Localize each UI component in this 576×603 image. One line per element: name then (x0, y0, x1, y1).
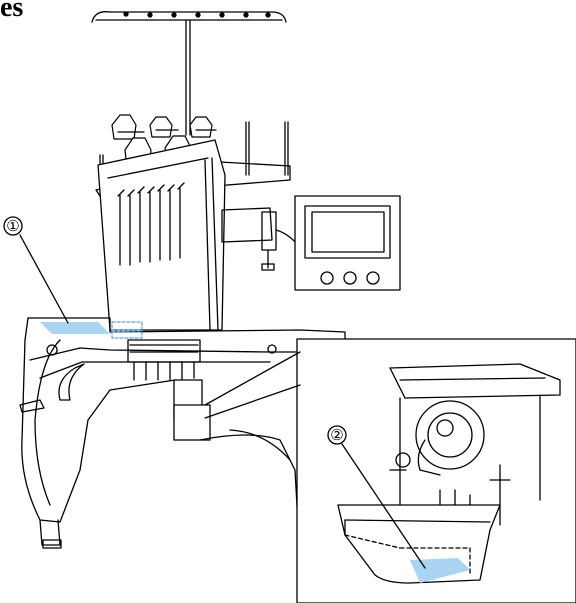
highlight-area-2 (410, 558, 470, 583)
page-title: es (0, 0, 24, 23)
lcd-button-2 (343, 271, 357, 285)
lcd-button-1 (320, 271, 334, 285)
detail-inset (204, 338, 576, 603)
machine-head (97, 139, 226, 441)
highlight-area-1 (40, 321, 143, 339)
thread-guide-bar (91, 11, 287, 136)
lcd-arm (221, 207, 301, 271)
callout-2 (327, 425, 426, 569)
callout-1-label: ① (6, 217, 19, 235)
callout-2-label: ② (330, 426, 343, 444)
lcd-button-3 (366, 271, 380, 285)
callout-1 (3, 216, 69, 324)
lcd-panel (294, 195, 401, 291)
